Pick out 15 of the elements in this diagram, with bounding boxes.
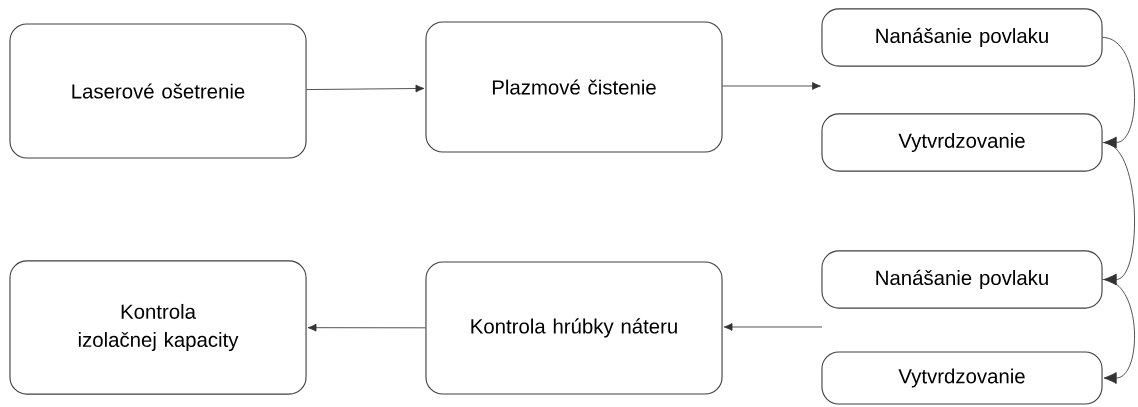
arrow	[307, 323, 426, 332]
arrow	[1102, 37, 1135, 149]
process-box: Nanášanie povlaku	[821, 250, 1103, 309]
process-box: Kontrola hrúbky náteru	[425, 261, 723, 395]
process-box: Laserové ošetrenie	[9, 23, 307, 159]
arrow	[1102, 279, 1135, 384]
process-box: Vytvrdzovanie	[821, 113, 1103, 172]
arrow	[723, 323, 823, 331]
process-box: Kontrola izolačnej kapacity	[9, 260, 307, 395]
arrow	[1102, 142, 1135, 286]
arrow	[306, 84, 425, 93]
process-box: Vytvrdzovanie	[821, 351, 1103, 405]
process-box: Nanášanie povlaku	[821, 8, 1103, 67]
arrow	[722, 82, 821, 90]
process-box: Plazmové čistenie	[425, 21, 723, 153]
